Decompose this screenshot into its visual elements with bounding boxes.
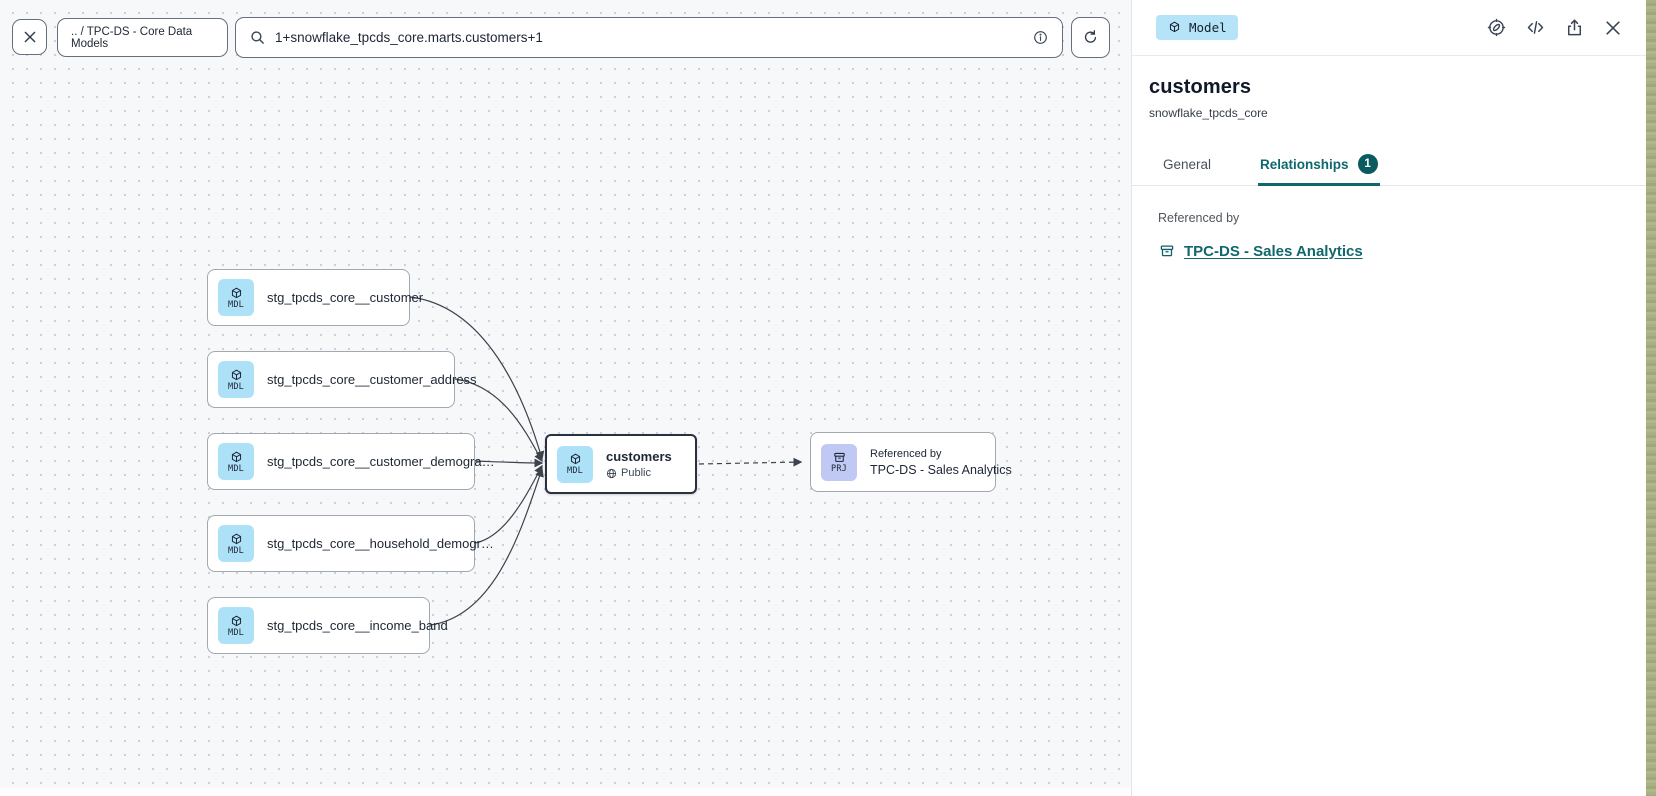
window-bottom-edge [0, 788, 1646, 796]
node-label: TPC-DS - Sales Analytics [870, 462, 1012, 477]
close-icon [22, 29, 38, 45]
close-panel-icon[interactable] [1600, 15, 1626, 41]
model-icon: MDL [218, 525, 254, 562]
cube-icon [1167, 20, 1182, 35]
node-customers-selected[interactable]: MDL customers Public [545, 434, 697, 494]
lineage-canvas[interactable]: MDL stg_tpcds_core__customer MDL stg_tpc… [0, 0, 1131, 796]
node-stg-customer[interactable]: MDL stg_tpcds_core__customer [207, 269, 423, 326]
search-icon [249, 29, 266, 46]
node-stg-customer-address[interactable]: MDL stg_tpcds_core__customer_address [207, 351, 477, 408]
code-icon[interactable] [1522, 15, 1548, 41]
node-stg-income-band[interactable]: MDL stg_tpcds_core__income_band [207, 597, 448, 654]
node-label: customers [606, 449, 672, 464]
page-title: customers [1149, 76, 1252, 98]
node-label: stg_tpcds_core__household_demogr… [267, 536, 494, 551]
relationships-count-badge: 1 [1357, 154, 1378, 174]
explore-lineage-icon[interactable] [1483, 15, 1509, 41]
lineage-search [235, 17, 1063, 58]
node-label: stg_tpcds_core__income_band [267, 618, 448, 633]
panel-header: Model [1132, 0, 1646, 56]
screen-edge-artifact [1646, 0, 1656, 796]
model-icon: MDL [557, 445, 593, 483]
breadcrumb[interactable]: .. / TPC-DS - Core Data Models [57, 18, 228, 57]
refresh-lineage-button[interactable] [1071, 17, 1110, 58]
details-panel: Model [1131, 0, 1646, 796]
access-label: Public [621, 467, 651, 479]
node-stg-customer-demographics[interactable]: MDL stg_tpcds_core__customer_demogra… [207, 433, 495, 490]
node-label: stg_tpcds_core__customer_demogra… [267, 454, 495, 469]
project-icon [1158, 242, 1176, 260]
tab-general[interactable]: General [1163, 156, 1212, 172]
search-input[interactable] [275, 30, 1023, 45]
resource-type-badge: Model [1156, 15, 1238, 40]
node-stg-household-demographics[interactable]: MDL stg_tpcds_core__household_demogr… [207, 515, 494, 572]
model-icon: MDL [218, 443, 254, 480]
model-icon: MDL [218, 607, 254, 644]
refresh-icon [1082, 29, 1099, 46]
model-icon: MDL [218, 361, 254, 398]
tab-relationships[interactable]: Relationships 1 [1258, 145, 1380, 186]
share-icon[interactable] [1561, 15, 1587, 41]
node-label: stg_tpcds_core__customer_address [267, 372, 477, 387]
model-icon: MDL [218, 279, 254, 316]
project-name: snowflake_tpcds_core [1149, 106, 1268, 120]
referenced-by-label: Referenced by [1158, 211, 1240, 225]
close-lineage-button[interactable] [12, 19, 47, 55]
lineage-edges [409, 296, 803, 626]
node-caption: Referenced by [870, 447, 942, 460]
node-referenced-project[interactable]: PRJ Referenced by TPC-DS - Sales Analyti… [810, 432, 1012, 492]
panel-tabs: General Relationships 1 [1132, 145, 1646, 186]
info-icon[interactable] [1032, 29, 1049, 46]
referenced-project-link[interactable]: TPC-DS - Sales Analytics [1158, 242, 1620, 260]
breadcrumb-label: .. / TPC-DS - Core Data Models [71, 25, 193, 50]
node-label: stg_tpcds_core__customer [267, 290, 424, 305]
project-icon: PRJ [821, 443, 857, 481]
globe-icon [606, 468, 617, 479]
